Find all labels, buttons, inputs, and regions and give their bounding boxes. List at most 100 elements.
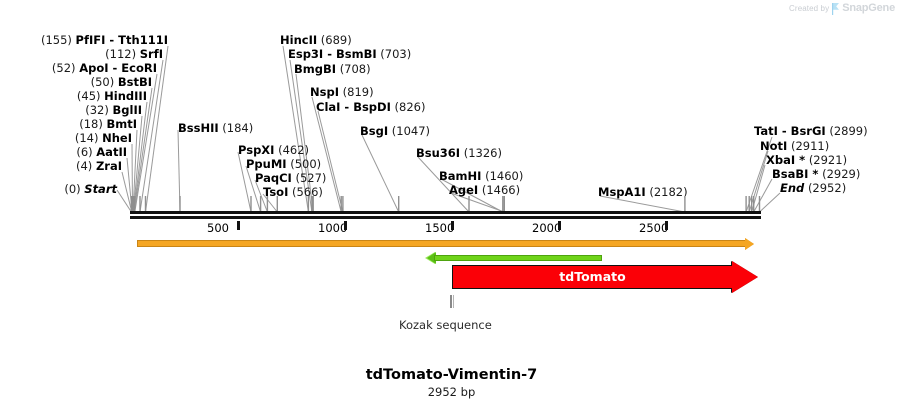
kozak-tick xyxy=(450,295,452,308)
site-position: (2899) xyxy=(829,124,868,138)
site-label[interactable]: TatI - BsrGI (2899) xyxy=(754,125,868,138)
site-position: (703) xyxy=(380,47,412,61)
site-label[interactable]: PpuMI (500) xyxy=(246,158,321,171)
site-label[interactable]: (155) PfIFI - Tth111I xyxy=(0,34,168,47)
site-name: HincII xyxy=(280,33,318,47)
site-label[interactable]: Esp3I - BsmBI (703) xyxy=(288,48,411,61)
site-position: (819) xyxy=(342,85,374,99)
site-position: (2952) xyxy=(807,181,847,195)
ruler-tick xyxy=(451,221,454,230)
watermark-brand: SnapGene xyxy=(842,2,895,14)
site-position: (18) xyxy=(79,117,103,131)
site-label[interactable]: (112) SrfI xyxy=(0,48,163,61)
site-position: (462) xyxy=(278,143,310,157)
site-position: (0) xyxy=(64,182,81,196)
backbone-feature-arrow[interactable] xyxy=(137,237,755,250)
site-name: AatII xyxy=(96,145,127,159)
site-position: (2182) xyxy=(649,185,688,199)
site-position: (527) xyxy=(295,171,327,185)
site-label[interactable]: AgeI (1466) xyxy=(449,184,520,197)
site-position: (4) xyxy=(75,159,93,173)
site-label[interactable]: TsoI (566) xyxy=(263,186,323,199)
site-name: BssHII xyxy=(178,121,219,135)
site-label[interactable]: (32) BglII xyxy=(0,104,142,117)
site-position: (32) xyxy=(85,103,109,117)
site-label[interactable]: (52) ApoI - EcoRI xyxy=(0,62,157,75)
site-name: NspI xyxy=(310,85,339,99)
site-label[interactable]: BsaBI * (2929) xyxy=(772,168,860,181)
plasmid-size: 2952 bp xyxy=(427,385,476,399)
snapgene-watermark: Created by SnapGene xyxy=(789,2,895,15)
site-label[interactable]: Bsu36I (1326) xyxy=(416,147,502,160)
green-arrow-body xyxy=(434,255,602,261)
site-name: Esp3I - BsmBI xyxy=(288,47,377,61)
site-position: (155) xyxy=(40,33,72,47)
site-name: Start xyxy=(84,182,117,196)
site-name: ZraI xyxy=(95,159,122,173)
site-name: NotI xyxy=(760,139,788,153)
site-name: PspXI xyxy=(238,143,275,157)
tdtomato-cds-arrow[interactable]: tdTomato xyxy=(452,260,758,293)
site-label[interactable]: (4) ZraI xyxy=(0,160,122,173)
site-name: End xyxy=(780,181,805,195)
site-name: TatI - BsrGI xyxy=(754,124,826,138)
site-label[interactable]: (6) AatII xyxy=(0,146,127,159)
site-label[interactable]: PspXI (462) xyxy=(238,144,309,157)
site-position: (2929) xyxy=(822,167,861,181)
cds-arrow-head xyxy=(732,261,758,293)
site-name: BstBI xyxy=(117,75,152,89)
site-label[interactable]: PaqCI (527) xyxy=(255,172,326,185)
site-name: MspA1I xyxy=(598,185,646,199)
site-label[interactable]: (14) NheI xyxy=(0,132,132,145)
site-label[interactable]: (45) HindIII xyxy=(0,90,147,103)
site-name: PaqCI xyxy=(255,171,292,185)
site-label[interactable]: HincII (689) xyxy=(280,34,352,47)
site-name: BsgI xyxy=(360,124,389,138)
ruler-label: 1500 xyxy=(425,221,455,235)
site-name: PfIFI - Tth111I xyxy=(75,33,168,47)
ruler-tick xyxy=(665,221,668,230)
site-position: (2911) xyxy=(790,139,830,153)
site-label[interactable]: (50) BstBI xyxy=(0,76,152,89)
site-label[interactable]: BmgBI (708) xyxy=(294,63,371,76)
site-label[interactable]: NotI (2911) xyxy=(760,140,829,153)
site-name: AgeI xyxy=(449,183,479,197)
page-title: tdTomato-Vimentin-7 xyxy=(365,367,538,383)
site-label[interactable]: ClaI - BspDI (826) xyxy=(316,101,425,114)
site-position: (566) xyxy=(292,185,323,199)
site-label[interactable]: BsgI (1047) xyxy=(360,125,430,138)
site-name: BamHI xyxy=(439,169,482,183)
site-position: (826) xyxy=(394,100,426,114)
site-position: (52) xyxy=(51,61,76,75)
site-label-start[interactable]: (0) Start xyxy=(0,183,117,196)
site-name: BmgBI xyxy=(294,62,337,76)
site-name: XbaI * xyxy=(766,153,806,167)
site-position: (45) xyxy=(76,89,101,103)
site-name: BmtI xyxy=(106,117,137,131)
site-position: (2921) xyxy=(808,153,848,167)
site-label[interactable]: XbaI * (2921) xyxy=(766,154,847,167)
site-name: Bsu36I xyxy=(416,146,461,160)
site-position: (14) xyxy=(74,131,99,145)
orange-arrow-body xyxy=(137,240,747,247)
site-label[interactable]: BamHI (1460) xyxy=(439,170,523,183)
site-name: TsoI xyxy=(263,185,289,199)
site-label[interactable]: MspA1I (2182) xyxy=(598,186,688,199)
sequence-backbone[interactable] xyxy=(130,211,761,219)
site-position: (50) xyxy=(90,75,115,89)
site-label[interactable]: BssHII (184) xyxy=(178,122,253,135)
ruler-tick xyxy=(344,221,347,230)
backbone-strand-bottom xyxy=(130,216,761,219)
kozak-tick-secondary xyxy=(453,295,454,308)
site-label[interactable]: (18) BmtI xyxy=(0,118,137,131)
cds-label: tdTomato xyxy=(559,269,626,284)
orange-arrow-head xyxy=(745,237,754,250)
site-position: (689) xyxy=(320,33,352,47)
site-position: (112) xyxy=(105,47,137,61)
backbone-strand-top xyxy=(130,211,761,214)
ruler-label: 2500 xyxy=(639,221,669,235)
reverse-feature-arrow[interactable] xyxy=(425,252,602,264)
site-label-end[interactable]: End (2952) xyxy=(780,182,846,195)
site-label[interactable]: NspI (819) xyxy=(310,86,374,99)
